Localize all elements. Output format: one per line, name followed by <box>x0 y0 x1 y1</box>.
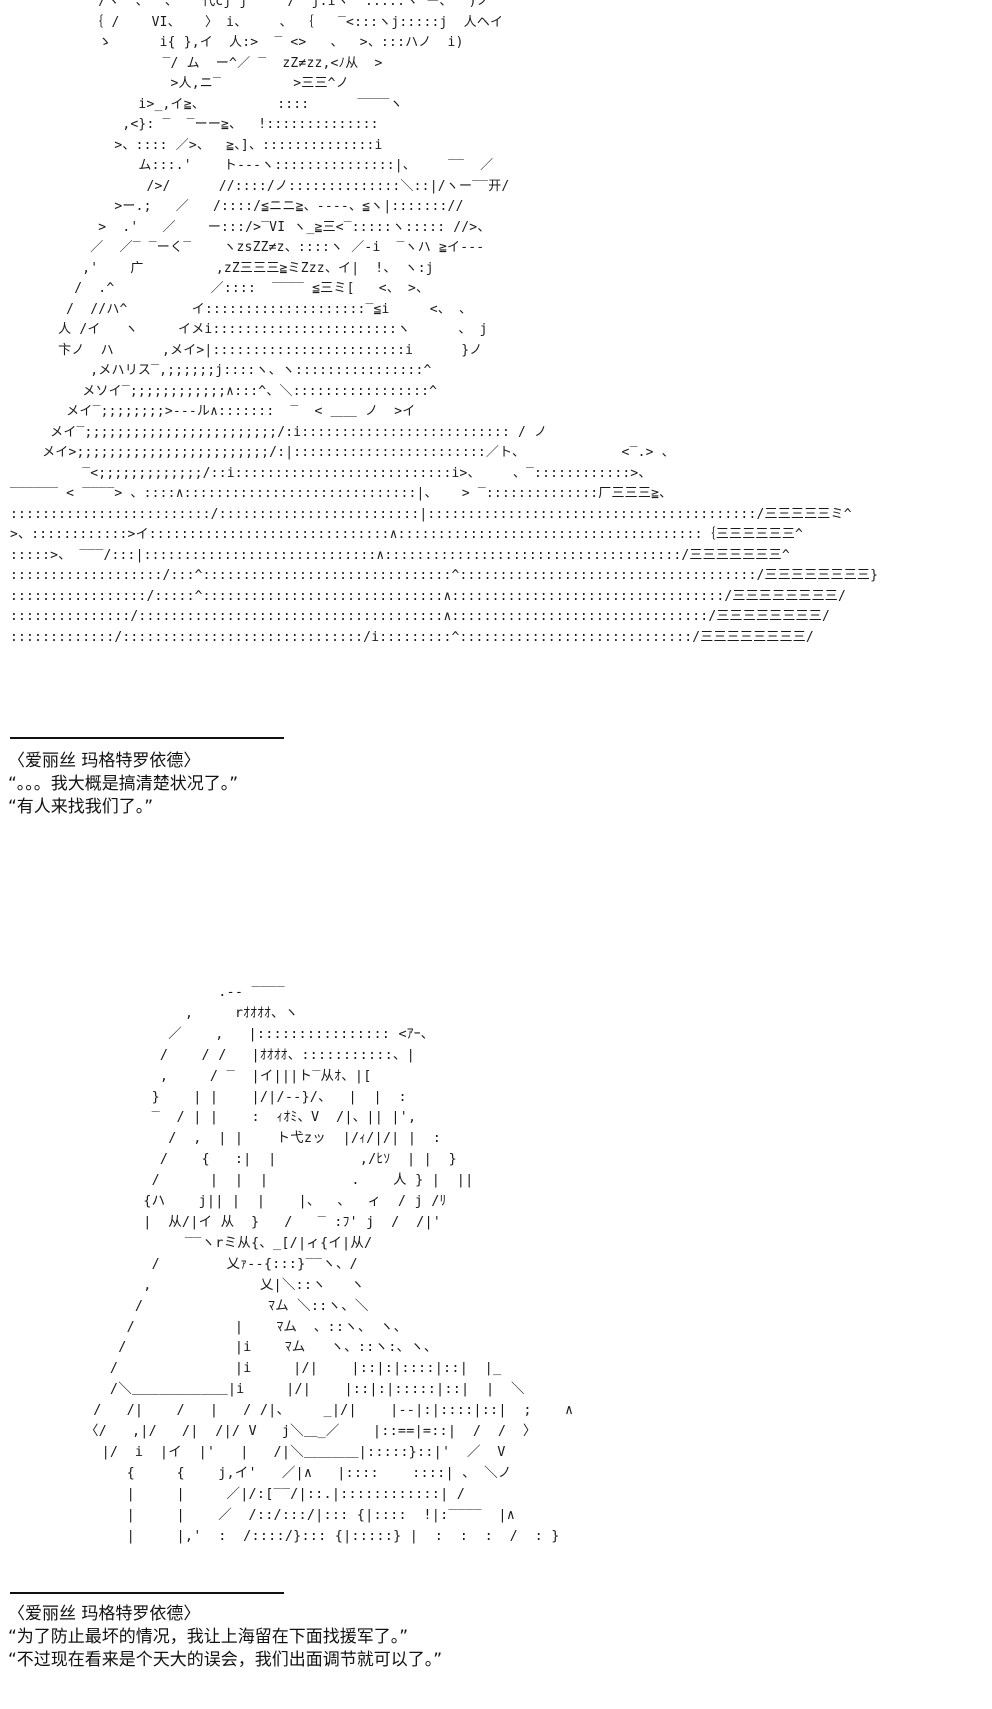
dialogue-block-2: 〈爱丽丝 玛格特罗依德〉 “为了防止最坏的情况，我让上海留在下面找援军了。” “… <box>8 1603 442 1672</box>
speaker-name: 〈爱丽丝 玛格特罗依德〉 <box>8 1604 201 1624</box>
dialogue-line: “为了防止最坏的情况，我让上海留在下面找援军了。” <box>8 1627 409 1647</box>
ascii-art-scene-1: /ヽ 、 、 代cj j / j:iヽ ^:::::ヽ‾ー、 )ノ ｛ / VI… <box>10 0 879 645</box>
dialogue-line: “不过现在看来是个天大的误会，我们出面调节就可以了。” <box>8 1650 443 1670</box>
divider-line-2 <box>10 1592 284 1594</box>
ascii-art-scene-2: .‐‐ ‾‾‾‾ , rｵｵｵｵ、ヽ ／ , |::::::::::::::::… <box>84 984 574 1544</box>
dialogue-block-1: 〈爱丽丝 玛格特罗依德〉 “。。。我大概是搞清楚状况了。” “有人来找我们了。” <box>8 750 238 819</box>
dialogue-line: “有人来找我们了。” <box>8 797 154 817</box>
divider-line-1 <box>10 737 284 739</box>
dialogue-line: “。。。我大概是搞清楚状况了。” <box>8 774 239 794</box>
speaker-name: 〈爱丽丝 玛格特罗依德〉 <box>8 751 201 771</box>
